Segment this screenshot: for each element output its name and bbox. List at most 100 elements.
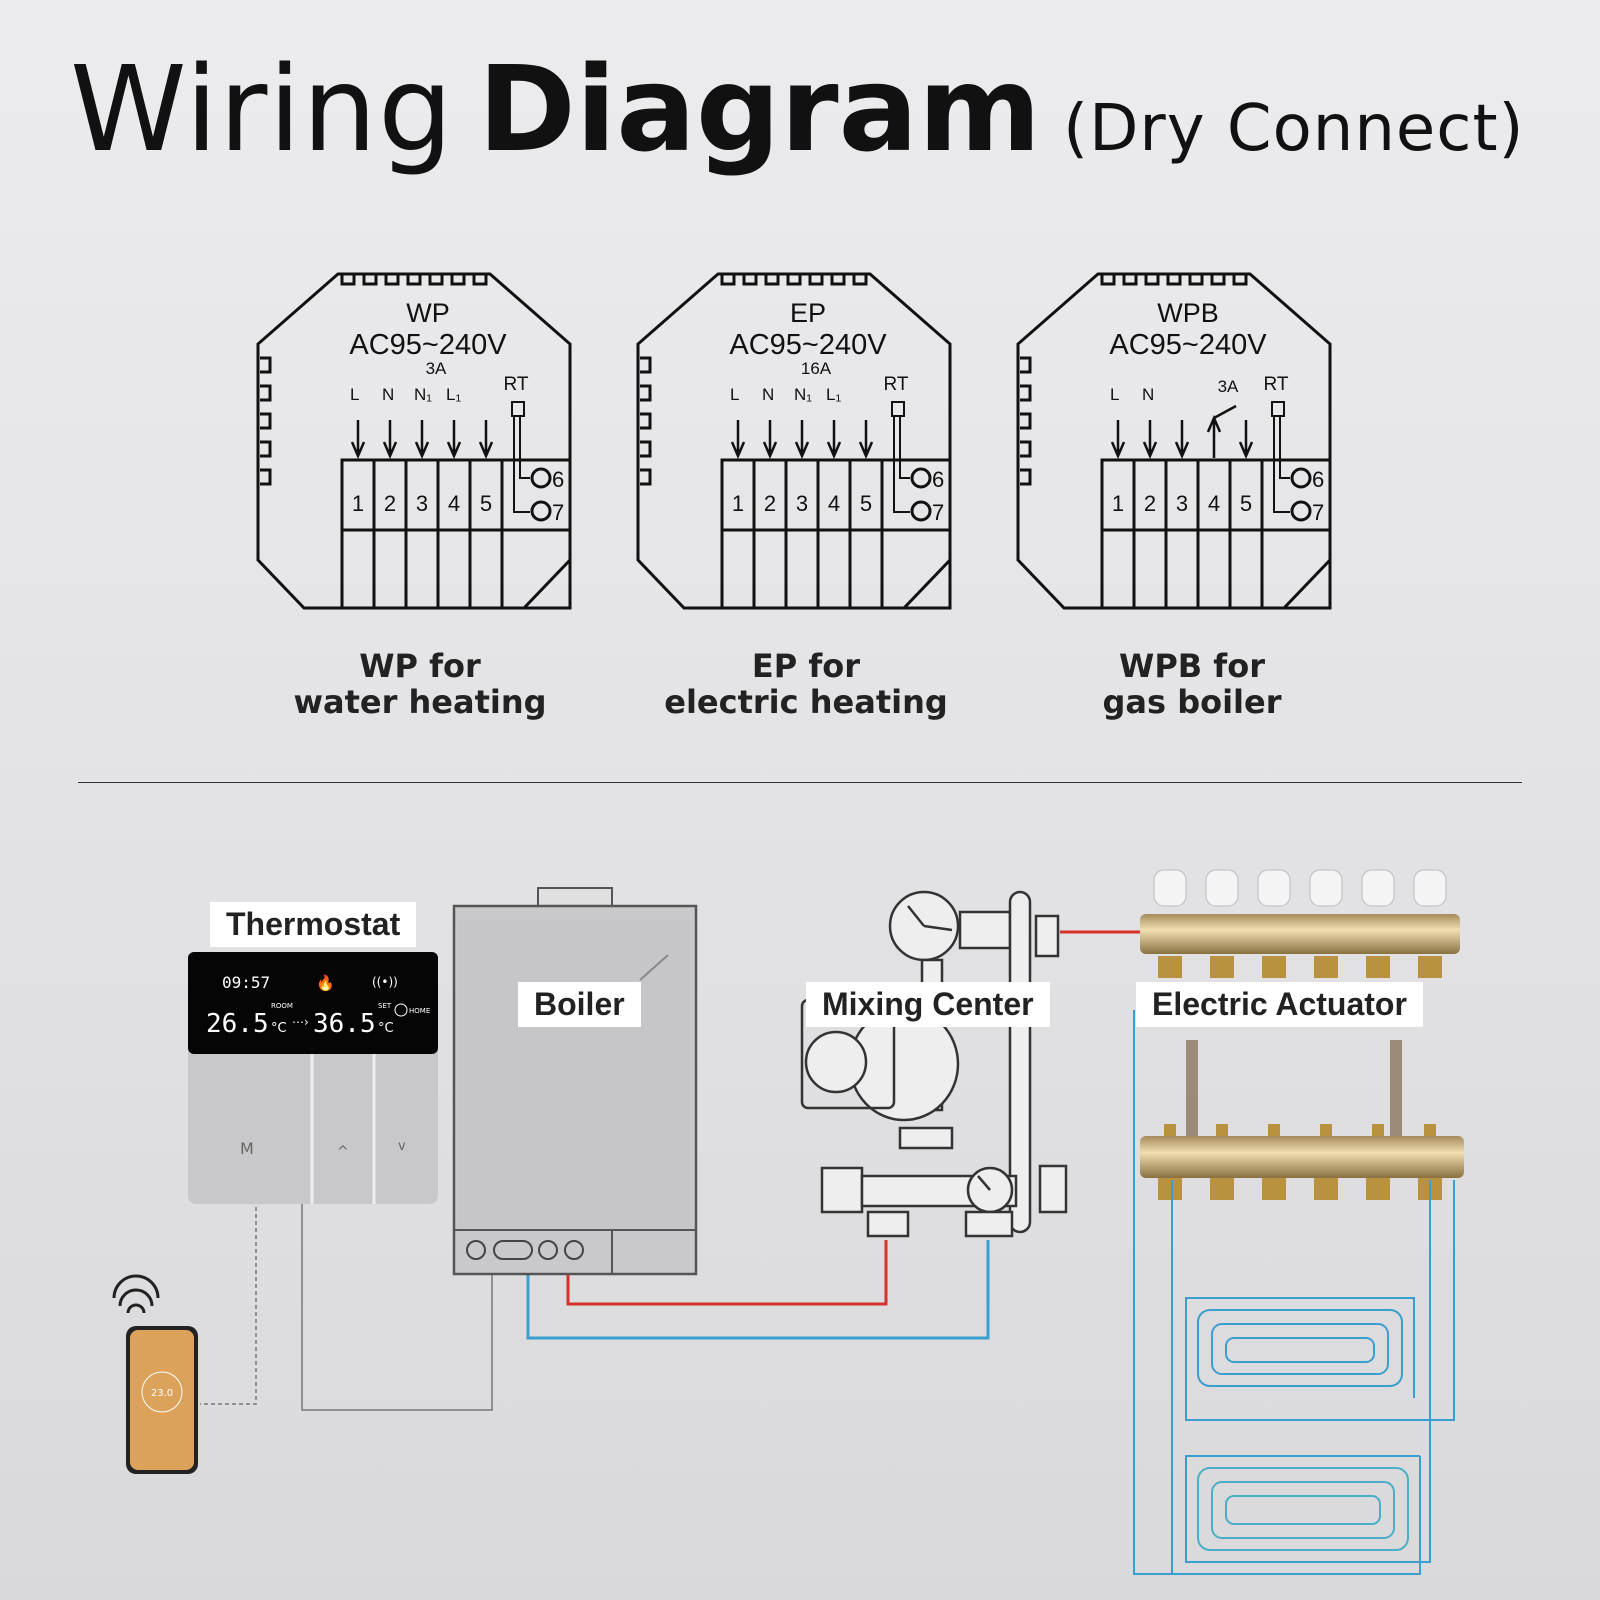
wire-label: L <box>350 385 359 404</box>
actuator-head <box>1153 869 1187 907</box>
terminal-number: 5 <box>480 491 492 516</box>
terminal-number: 1 <box>732 491 744 516</box>
arrow-icon: ⋯› <box>292 1015 309 1029</box>
boiler <box>452 887 698 1276</box>
arrow-icon <box>1174 420 1190 460</box>
sensor-probe <box>1271 401 1290 513</box>
current-rating: 16A <box>801 359 832 378</box>
terminal-number: 3 <box>796 491 808 516</box>
fitting <box>1314 956 1338 978</box>
mixing-center-label: Mixing Center <box>806 982 1050 1027</box>
floor-heating-loops <box>1133 1010 1455 1575</box>
wire-label: L₁ <box>446 385 461 404</box>
terminal-number: 5 <box>1240 491 1252 516</box>
fitting <box>1210 956 1234 978</box>
title-light: Wiring <box>70 40 454 178</box>
arrow-icon <box>382 420 398 460</box>
terminal-number: 6 <box>932 467 944 492</box>
voltage-label: AC95~240V <box>729 329 887 361</box>
up-button[interactable]: ^ <box>337 1144 349 1160</box>
fitting <box>1418 956 1442 978</box>
rt-label: RT <box>1264 374 1289 395</box>
wifi-icon <box>112 1274 160 1314</box>
wire-label: N <box>762 385 774 404</box>
boiler-label: Boiler <box>518 982 641 1027</box>
unit: °C <box>271 1021 287 1036</box>
supply-pipe <box>566 1240 888 1306</box>
arrow-icon <box>730 420 746 460</box>
caption-line: water heating <box>293 683 547 721</box>
wire-label: N₁ <box>414 385 432 404</box>
fitting <box>1262 956 1286 978</box>
arrow-icon <box>1142 420 1158 460</box>
actuator-head <box>1257 869 1291 907</box>
caption-line: gas boiler <box>1102 683 1282 721</box>
thermostat-device: 09:57 🔥 ((•)) 26.5 ROOM °C ⋯› 36.5 SET °… <box>188 952 438 1204</box>
title-sub: (Dry Connect) <box>1063 92 1525 166</box>
arrow-icon <box>446 420 462 460</box>
thermostat-label: Thermostat <box>210 902 417 947</box>
model-label: WPB <box>1157 298 1219 328</box>
smartphone: 23.0 <box>112 1274 198 1474</box>
current-rating: 3A <box>426 359 447 378</box>
thermostat-boiler-wire <box>301 1200 493 1411</box>
return-pipe <box>526 1240 990 1340</box>
unit: °C <box>378 1021 394 1036</box>
arrow-icon <box>478 420 494 460</box>
phone-wifi-link <box>200 1200 257 1405</box>
rt-label: RT <box>504 374 529 395</box>
title-bold: Diagram <box>477 40 1042 178</box>
actuator-head <box>1309 869 1343 907</box>
fitting <box>1366 1178 1390 1200</box>
manifold <box>1140 914 1464 1178</box>
model-label: EP <box>790 298 826 328</box>
home-icon <box>394 1003 408 1017</box>
voltage-label: AC95~240V <box>349 329 507 361</box>
wire-label: N₁ <box>794 385 812 404</box>
mixing-center <box>800 890 1068 1238</box>
terminal-number: 2 <box>384 491 396 516</box>
fitting <box>1366 956 1390 978</box>
wire-label: L <box>730 385 739 404</box>
arrow-icon <box>762 420 778 460</box>
model-label: WP <box>406 298 450 328</box>
clock: 09:57 <box>222 973 270 992</box>
voltage-label: AC95~240V <box>1109 329 1267 361</box>
fitting <box>1210 1178 1234 1200</box>
fitting <box>1158 956 1182 978</box>
terminal-number: 6 <box>1312 467 1324 492</box>
fitting <box>1158 1178 1182 1200</box>
terminal-number: 3 <box>1176 491 1188 516</box>
wire-label: L₁ <box>826 385 841 404</box>
mode-button[interactable]: M <box>240 1139 254 1158</box>
down-button[interactable]: v <box>398 1139 406 1154</box>
terminal-block <box>720 458 952 610</box>
rt-label: RT <box>884 374 909 395</box>
current-rating: 3A <box>1218 377 1239 396</box>
arrow-icon <box>826 420 842 460</box>
caption-line: electric heating <box>664 683 948 721</box>
wire-label: N <box>1142 385 1154 404</box>
arrow-icon <box>1238 420 1254 460</box>
set-tag: SET <box>378 1002 392 1010</box>
arrow-icon <box>1110 420 1126 460</box>
terminal-number: 7 <box>552 500 564 525</box>
arrow-icon <box>350 420 366 460</box>
terminal-number: 4 <box>828 491 840 516</box>
fitting <box>1314 1178 1338 1200</box>
home-tag: HOME <box>409 1007 430 1015</box>
terminal-number: 7 <box>932 500 944 525</box>
set-temp: 36.5 <box>313 1009 376 1039</box>
wifi-icon: ((•)) <box>372 975 398 989</box>
caption-line: WP for <box>359 647 481 685</box>
phone-temp: 23.0 <box>151 1388 173 1399</box>
wire-label: N <box>382 385 394 404</box>
terminal-block <box>340 458 572 610</box>
caption-line: EP for <box>751 647 861 685</box>
